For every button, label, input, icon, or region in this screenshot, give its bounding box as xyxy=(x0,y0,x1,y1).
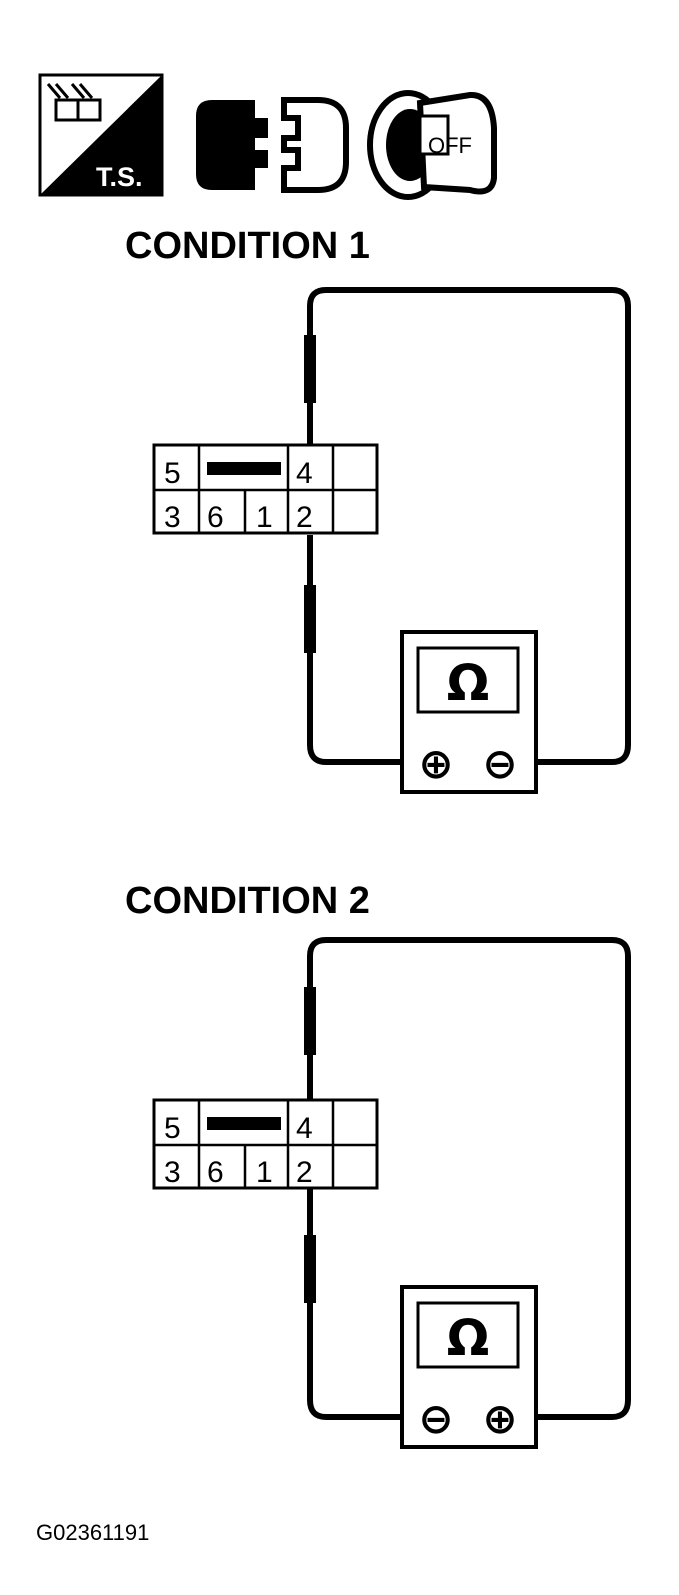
condition-2-terminal-right: ⊕ xyxy=(482,1394,517,1443)
condition-1-ohm-symbol: Ω xyxy=(447,654,490,712)
condition-1-pin-bottom-2: 6 xyxy=(207,501,224,534)
condition-1-title: CONDITION 1 xyxy=(125,225,370,267)
condition-1-terminal-right: ⊖ xyxy=(482,739,517,788)
condition-2-pin-top-1: 5 xyxy=(164,1112,181,1145)
condition-2-terminal-left: ⊖ xyxy=(418,1394,453,1443)
ts-label: T.S. xyxy=(96,162,143,192)
condition-1-pin-top-3: 4 xyxy=(296,457,313,490)
terminal-side-icon: T.S. xyxy=(38,73,164,197)
condition-2-probe-lower xyxy=(304,1235,316,1303)
condition-2-ohmmeter: Ω ⊖ ⊕ xyxy=(400,1285,538,1449)
condition-1-wire-upper xyxy=(307,287,631,765)
condition-1-connector xyxy=(152,443,379,535)
condition-1-probe-lower xyxy=(304,585,316,653)
condition-1: CONDITION 1 5 4 3 6 1 2 Ω ⊕ ⊖ xyxy=(125,225,631,794)
condition-2-pin-bottom-1: 3 xyxy=(164,1156,181,1189)
condition-1-pin-bottom-1: 3 xyxy=(164,501,181,534)
figure-code: G02361191 xyxy=(36,1520,149,1545)
condition-2-title: CONDITION 2 xyxy=(125,880,370,922)
condition-2-pin-bottom-3: 1 xyxy=(256,1156,273,1189)
condition-2: CONDITION 2 5 4 3 6 1 2 Ω ⊖ ⊕ xyxy=(125,880,631,1449)
condition-2-connector xyxy=(152,1098,379,1190)
condition-2-wire-lower xyxy=(307,1188,402,1420)
condition-1-ohmmeter: Ω ⊕ ⊖ xyxy=(400,630,538,794)
condition-2-probe-upper xyxy=(304,987,316,1055)
condition-2-pin-top-3: 4 xyxy=(296,1112,313,1145)
connector-pair-icon xyxy=(196,97,349,193)
condition-2-pin-bottom-2: 6 xyxy=(207,1156,224,1189)
condition-2-ohm-symbol: Ω xyxy=(447,1309,490,1367)
condition-1-pin-top-1: 5 xyxy=(164,457,181,490)
condition-1-pin-bottom-3: 1 xyxy=(256,501,273,534)
condition-2-wire-upper xyxy=(307,937,631,1420)
condition-1-probe-upper xyxy=(304,335,316,403)
key-off-label: OFF xyxy=(428,133,472,158)
condition-1-terminal-left: ⊕ xyxy=(418,739,453,788)
condition-2-pin-bottom-4: 2 xyxy=(296,1156,313,1189)
condition-1-wire-lower xyxy=(307,535,402,765)
ignition-key-off-icon: OFF xyxy=(367,90,497,200)
condition-1-pin-bottom-4: 2 xyxy=(296,501,313,534)
